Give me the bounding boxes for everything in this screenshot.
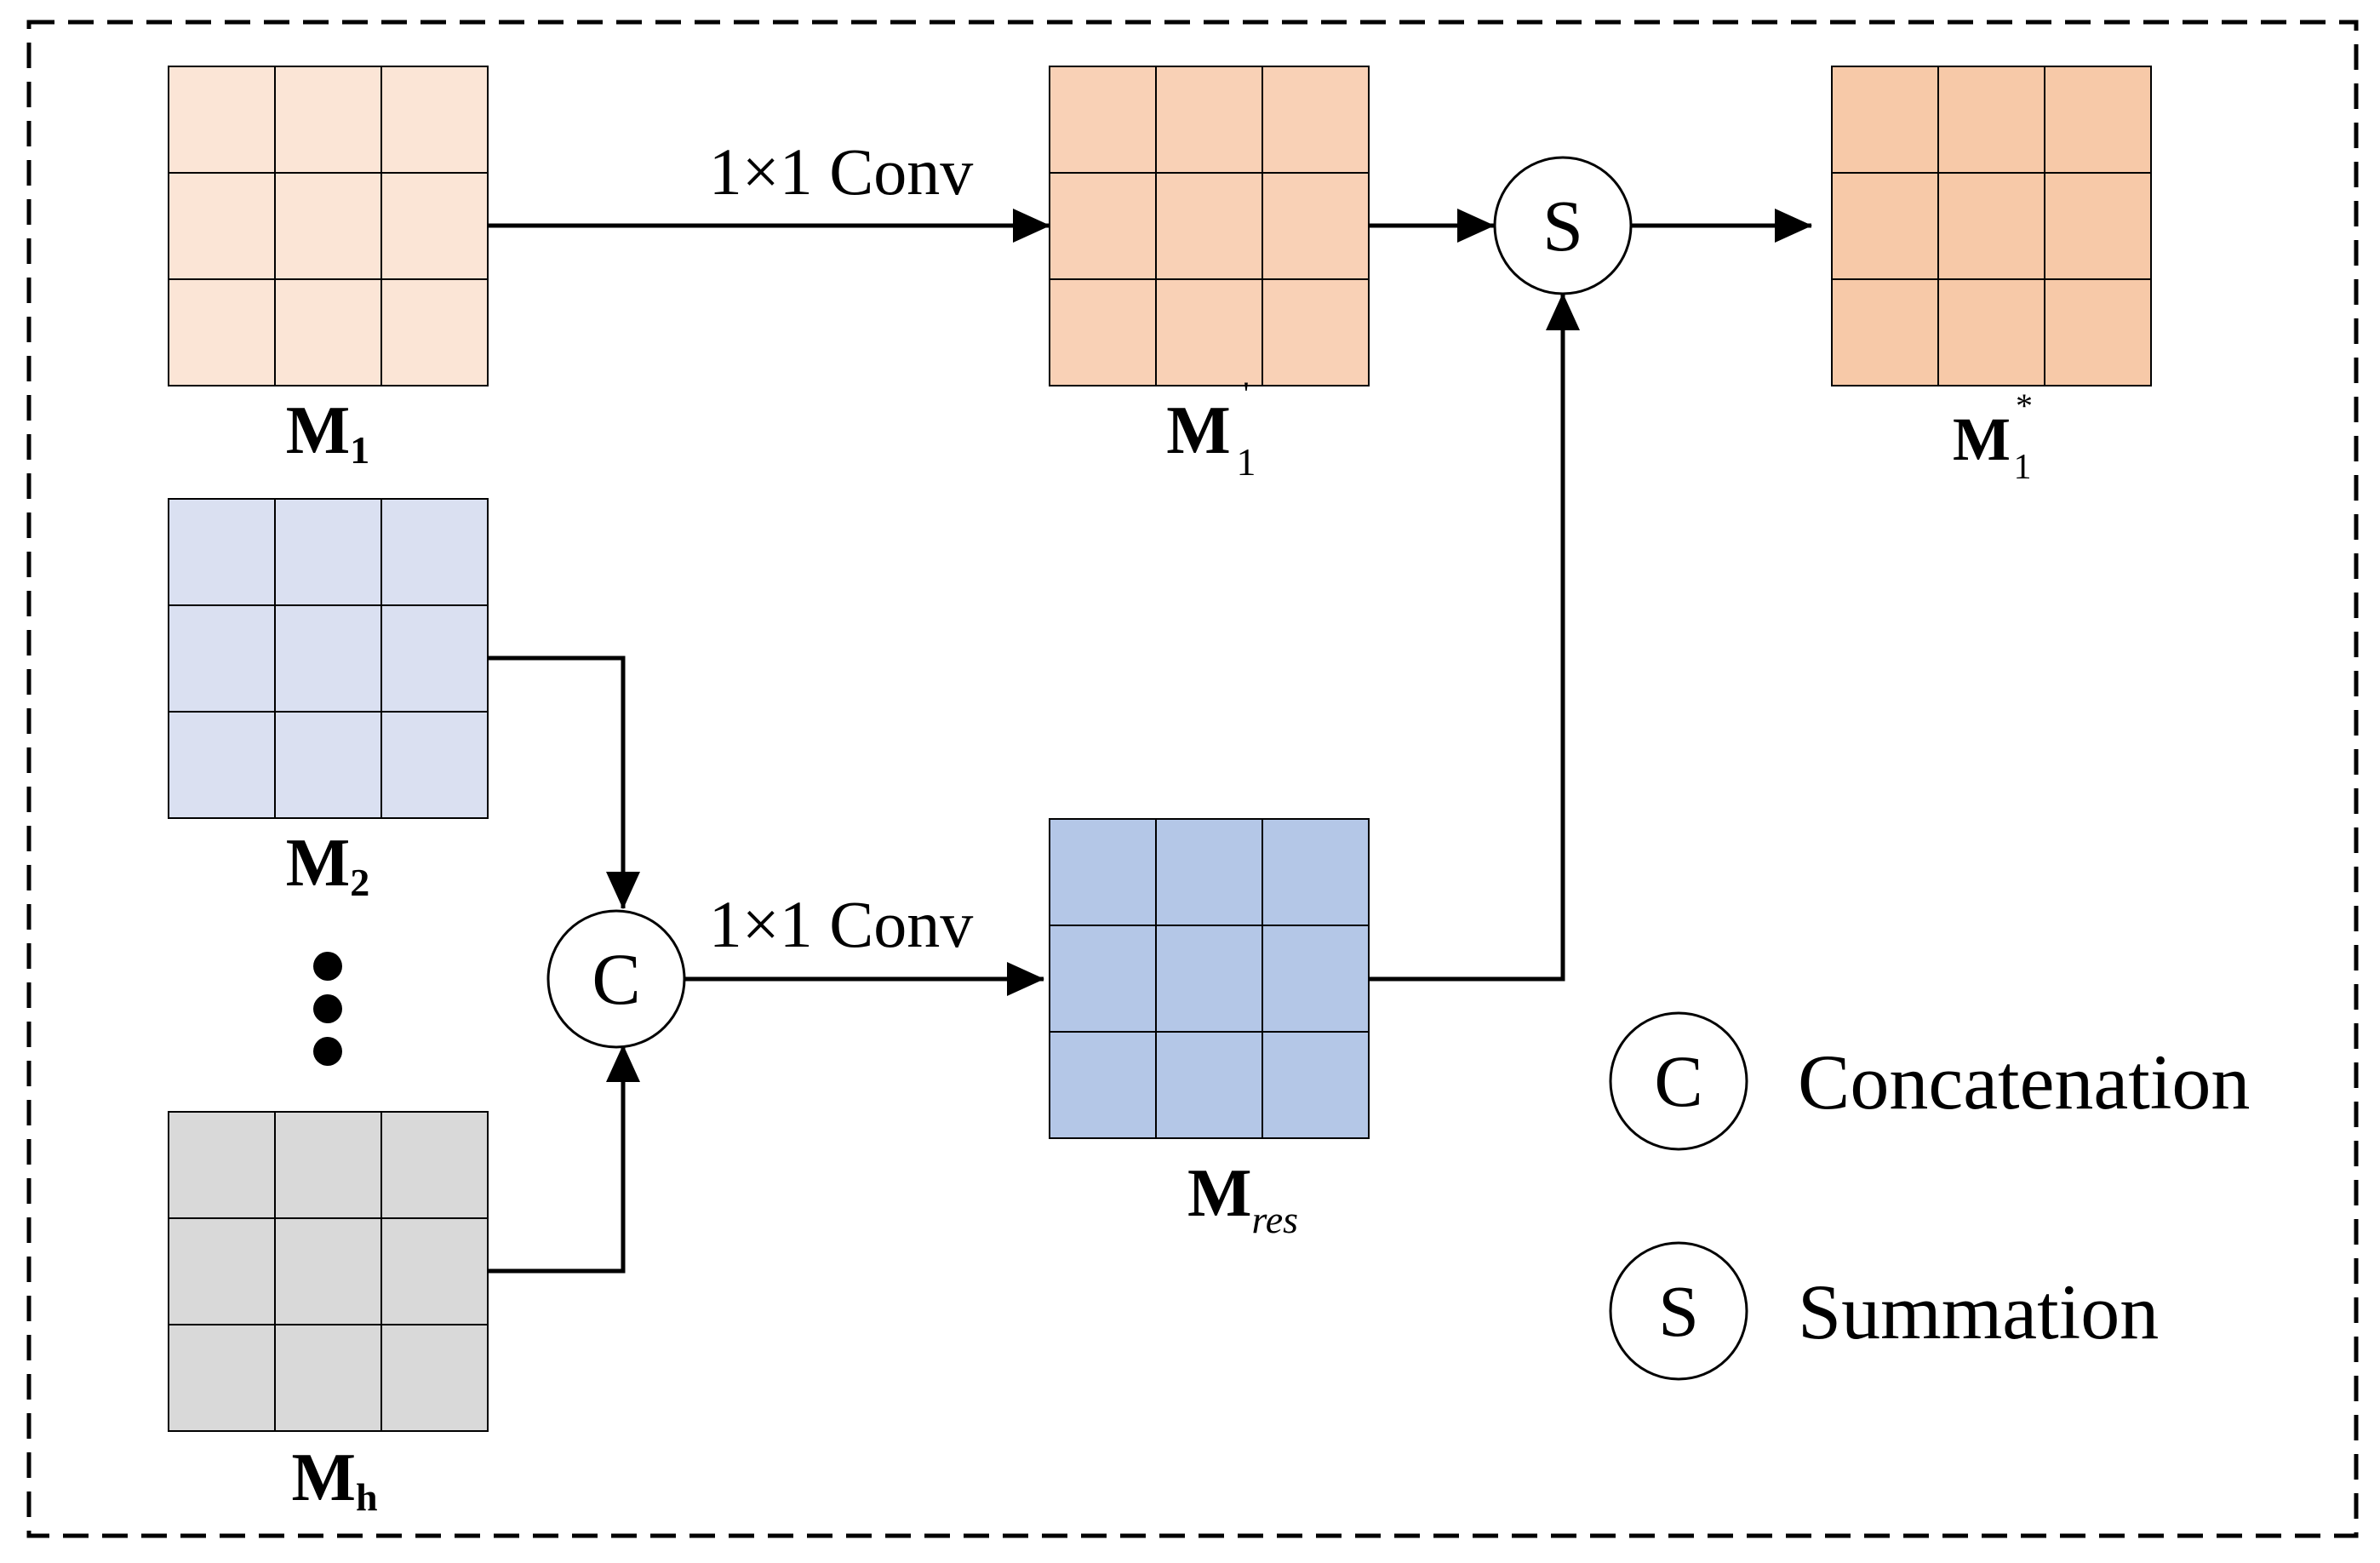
- grid-cell: [1262, 172, 1370, 280]
- grid-cell: [168, 711, 276, 819]
- arrow-mh-to-concat: [488, 1045, 640, 1274]
- grid-cell: [1155, 1031, 1263, 1139]
- grid-cell: [1262, 66, 1370, 174]
- grid-cell: [1049, 925, 1157, 1033]
- grid-cell: [1937, 172, 2045, 280]
- grid-cell: [274, 1111, 382, 1219]
- ellipsis-dot-2: [313, 994, 342, 1023]
- grid-cell: [1937, 66, 2045, 174]
- label-m1-prime: M ' 1: [1166, 375, 1256, 484]
- grid-cell: [380, 1324, 489, 1432]
- label-m1-star: M * 1: [1953, 386, 2033, 487]
- grid-cell: [168, 604, 276, 713]
- grid-cell: [1262, 278, 1370, 386]
- legend-concat-symbol: C: [1654, 1040, 1702, 1122]
- grid-cell: [380, 498, 489, 606]
- grid-cell: [1262, 925, 1370, 1033]
- grid-cell: [1049, 278, 1157, 386]
- grid-cell: [1049, 1031, 1157, 1139]
- grid-cell: [1155, 172, 1263, 280]
- grid-m1-star: [1831, 66, 2152, 386]
- svg-text:M: M: [1953, 405, 2011, 473]
- grid-cell: [168, 1111, 276, 1219]
- arrow-mres-to-sum: [1369, 293, 1580, 982]
- grid-cell: [380, 1217, 489, 1325]
- grid-cell: [2044, 278, 2152, 386]
- grid-cell: [380, 172, 489, 280]
- grid-cell: [380, 66, 489, 174]
- grid-cell: [1831, 66, 1939, 174]
- svg-text:*: *: [2016, 386, 2033, 425]
- conv-label-top: 1×1 Conv: [709, 135, 974, 209]
- grid-cell: [2044, 172, 2152, 280]
- label-m1: M1: [286, 393, 370, 472]
- grid-cell: [1049, 172, 1157, 280]
- grid-cell: [1049, 818, 1157, 926]
- grid-cell: [1831, 278, 1939, 386]
- sum-operator: S: [1493, 156, 1633, 295]
- legend-concat-text: Concatenation: [1798, 1039, 2250, 1125]
- grid-cell: [274, 278, 382, 386]
- label-mres: Mres: [1187, 1156, 1298, 1241]
- ellipsis-dot-3: [313, 1037, 342, 1066]
- grid-cell: [168, 1217, 276, 1325]
- grid-cell: [380, 1111, 489, 1219]
- ellipsis-dot-1: [313, 952, 342, 981]
- conv-label-bottom: 1×1 Conv: [709, 887, 974, 961]
- grid-cell: [1262, 1031, 1370, 1139]
- grid-cell: [1155, 278, 1263, 386]
- grid-cell: [1262, 818, 1370, 926]
- grid-cell: [274, 1217, 382, 1325]
- concat-operator: C: [546, 909, 686, 1049]
- legend-sum-symbol: S: [1658, 1270, 1699, 1352]
- grid-mres: [1049, 818, 1370, 1139]
- legend: C Concatenation S Summation: [1609, 1011, 2250, 1381]
- grid-m2: [168, 498, 489, 819]
- grid-cell: [274, 711, 382, 819]
- grid-cell: [1937, 278, 2045, 386]
- svg-text:1: 1: [1237, 440, 1256, 484]
- grid-cell: [168, 498, 276, 606]
- grid-cell: [274, 1324, 382, 1432]
- grid-cell: [168, 278, 276, 386]
- grid-cell: [2044, 66, 2152, 174]
- grid-cell: [168, 172, 276, 280]
- sum-operator-symbol: S: [1542, 185, 1583, 266]
- legend-item-summation: S Summation: [1609, 1241, 2159, 1381]
- grid-cell: [1049, 66, 1157, 174]
- grid-m1-prime: [1049, 66, 1370, 386]
- grid-cell: [1155, 925, 1263, 1033]
- legend-sum-text: Summation: [1798, 1268, 2159, 1355]
- grid-m1: [168, 66, 489, 386]
- grid-cell: [274, 498, 382, 606]
- grid-cell: [274, 604, 382, 713]
- svg-text:M: M: [1166, 393, 1231, 468]
- grid-cell: [380, 278, 489, 386]
- grid-cell: [274, 66, 382, 174]
- grid-cell: [168, 1324, 276, 1432]
- grid-cell: [1831, 172, 1939, 280]
- grid-cell: [168, 66, 276, 174]
- legend-item-concatenation: C Concatenation: [1609, 1011, 2250, 1151]
- concat-operator-symbol: C: [592, 938, 640, 1020]
- grid-cell: [380, 604, 489, 713]
- label-mh: Mh: [291, 1440, 377, 1519]
- arrow-m2-to-concat: [488, 656, 640, 909]
- grid-cell: [380, 711, 489, 819]
- svg-text:': ': [1243, 375, 1249, 413]
- grid-cell: [274, 172, 382, 280]
- grid-cell: [1155, 818, 1263, 926]
- label-m2: M2: [286, 826, 370, 904]
- grid-cell: [1155, 66, 1263, 174]
- svg-text:1: 1: [2014, 448, 2032, 487]
- grid-mh: [168, 1111, 489, 1432]
